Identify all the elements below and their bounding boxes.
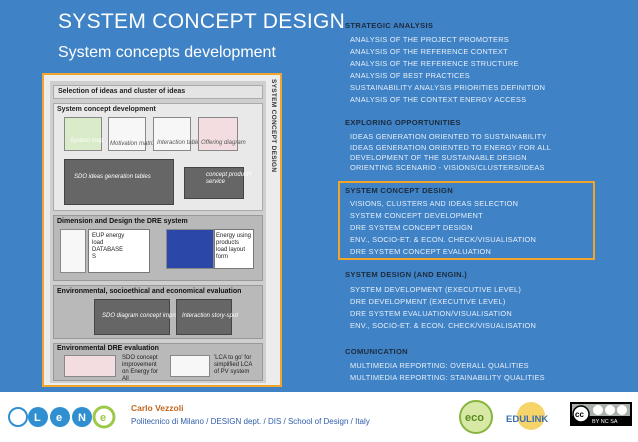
- energy-using-label: Energy using products load layout form: [216, 233, 252, 260]
- list-item: SYSTEM DEVELOPMENT (EXECUTIVE LEVEL): [350, 285, 522, 294]
- motivation-matrix-card: [108, 117, 146, 151]
- list-item: ANALYSIS OF BEST PRACTICES: [350, 71, 470, 80]
- author-affiliation: Politecnico di Milano / DESIGN dept. / D…: [131, 417, 370, 426]
- heading-system-concept-design: SYSTEM CONCEPT DESIGN: [345, 186, 453, 195]
- edulink-text: EDULINK: [506, 414, 548, 425]
- diagram-canvas: Selection of ideas and cluster of ideas …: [50, 81, 266, 383]
- svg-text:eco: eco: [465, 412, 484, 424]
- current-phase-highlight: [338, 181, 595, 260]
- list-item: ORIENTING SCENARIO - VISIONS/CLUSTERS/ID…: [350, 163, 545, 172]
- lca-label: 'LCA to go' for simplified LCA of PV sys…: [214, 355, 253, 375]
- list-item: DRE DEVELOPMENT (EXECUTIVE LEVEL): [350, 297, 506, 306]
- dre-design-label: Dimension and Design the DRE system: [57, 218, 188, 225]
- heading-strategic-analysis: STRATEGIC ANALYSIS: [345, 21, 434, 30]
- heading-exploring-opportunities: EXPLORING OPPORTUNITIES: [345, 118, 461, 127]
- list-item: MULTIMEDIA REPORTING: OVERALL QUALITIES: [350, 361, 529, 370]
- phase-list: STRATEGIC ANALYSIS ANALYSIS OF THE PROJE…: [335, 0, 638, 392]
- list-item: DEVELOPMENT OF THE SUSTAINABLE DESIGN: [350, 153, 527, 162]
- system-map-label: System map: [70, 138, 104, 144]
- system-map-card: [64, 117, 102, 151]
- concept-label: concept product+ service: [206, 172, 253, 185]
- list-item: ANALYSIS OF THE CONTEXT ENERGY ACCESS: [350, 95, 527, 104]
- interaction-story-card: [176, 299, 232, 335]
- footer: L e N e Carlo Vezzoli Politecnico di Mil…: [0, 392, 638, 442]
- sdo-concept-thumb: [64, 355, 116, 377]
- page-title: SYSTEM CONCEPT DESIGN: [58, 10, 346, 33]
- eup-thumb: [60, 229, 86, 273]
- list-item: SYSTEM CONCEPT DEVELOPMENT: [350, 211, 483, 220]
- diagram-header-label: Selection of ideas and cluster of ideas: [58, 88, 186, 95]
- sdo-diagram-label: SDO diagram concept improvement: [102, 313, 198, 319]
- list-item: MULTIMEDIA REPORTING: STAINABILITY QUALI…: [350, 373, 545, 382]
- eco-logo-icon: eco: [459, 400, 493, 434]
- heading-communication: COMUNICATION: [345, 347, 408, 356]
- eup-label: EUP energy load DATABASE S: [92, 233, 125, 260]
- list-item: VISIONS, CLUSTERS AND IDEAS SELECTION: [350, 199, 519, 208]
- env-dre-label: Environmental DRE evaluation: [57, 345, 159, 352]
- diagram-header-box: [53, 85, 263, 99]
- creative-commons-icon: cc BY NC SA: [570, 402, 632, 426]
- list-item: SUSTAINABILITY ANALYSIS PRIORITIES DEFIN…: [350, 83, 546, 92]
- list-item: DRE SYSTEM CONCEPT EVALUATION: [350, 247, 492, 256]
- lca-thumb: [170, 355, 210, 377]
- svg-text:e: e: [100, 412, 106, 424]
- sdo-tables-label: SDO ideas generation tables: [74, 174, 151, 180]
- list-item: IDEAS GENERATION ORIENTED TO SUSTAINABIL…: [350, 132, 547, 141]
- lenses-logo-icon: L e N e: [8, 405, 116, 429]
- sdo-concept-label: SDO concept improvement on Energy for Al…: [122, 355, 159, 382]
- interaction-table-label: Interaction table: [157, 140, 200, 146]
- process-diagram: Selection of ideas and cluster of ideas …: [42, 73, 282, 387]
- concept-card: [184, 167, 244, 199]
- page-subtitle: System concepts development: [58, 44, 276, 61]
- interaction-table-card: [153, 117, 191, 151]
- energy-using-thumb: [166, 229, 214, 269]
- scd-label: System concept development: [57, 106, 156, 113]
- author-name: Carlo Vezzoli: [131, 403, 184, 413]
- list-item: DRE SYSTEM EVALUATION/VISUALISATION: [350, 309, 512, 318]
- energy-using-card: [214, 229, 254, 269]
- list-item: ANALYSIS OF THE REFERENCE CONTEXT: [350, 47, 508, 56]
- svg-text:N: N: [78, 412, 86, 424]
- offering-diagram-card: [198, 117, 238, 151]
- diagram-vertical-label: SYSTEM CONCEPT DESIGN: [270, 79, 277, 173]
- list-item: IDEAS GENERATION ORIENTED TO ENERGY FOR …: [350, 143, 552, 152]
- list-item: ENV., SOCIO-ET. & ECON. CHECK/VISUALISAT…: [350, 321, 537, 330]
- list-item: ANALYSIS OF THE REFERENCE STRUCTURE: [350, 59, 519, 68]
- list-item: DRE SYSTEM CONCEPT DESIGN: [350, 223, 473, 232]
- svg-text:e: e: [56, 412, 62, 424]
- heading-system-design: SYSTEM DESIGN (AND ENGIN.): [345, 270, 468, 279]
- offering-diagram-label: Offering diagram: [201, 140, 246, 146]
- slide-body: SYSTEM CONCEPT DESIGN System concepts de…: [0, 0, 638, 392]
- list-item: ENV., SOCIO-ET. & ECON. CHECK/VISUALISAT…: [350, 235, 537, 244]
- interaction-story-label: Interaction story-spot: [182, 313, 239, 319]
- svg-text:cc: cc: [575, 410, 584, 419]
- list-item: ANALYSIS OF THE PROJECT PROMOTERS: [350, 35, 509, 44]
- sdo-diagram-card: [94, 299, 170, 335]
- cc-text: BY NC SA: [592, 419, 618, 425]
- eup-card: [88, 229, 150, 273]
- sdo-tables-card: [64, 159, 174, 205]
- motivation-matrix-label: Motivation matrix: [110, 141, 156, 147]
- svg-text:L: L: [34, 412, 41, 424]
- edulink-logo-icon: EDULINK: [506, 402, 548, 430]
- env-eval-label: Environmental, socioethical and economic…: [57, 288, 242, 295]
